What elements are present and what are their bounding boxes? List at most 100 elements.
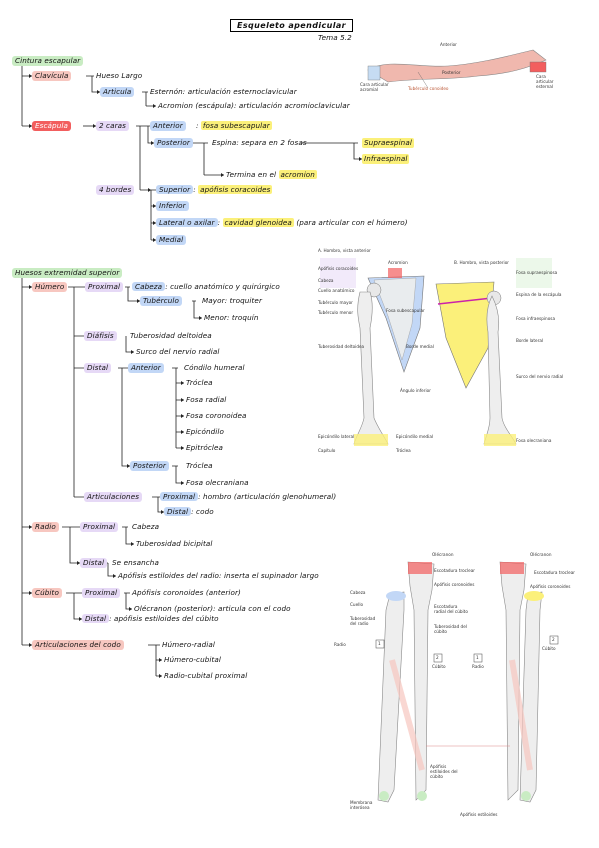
cubito-distal-rest: : apófisis estiloides del cúbito <box>109 614 219 623</box>
fa-escotadura1: Escotadura troclear <box>434 568 475 573</box>
hueso-largo: Hueso Largo <box>96 71 143 80</box>
sh-deltoidea: Tuberosidad deltoidea <box>318 344 365 349</box>
borde-lateral: Lateral o axilar <box>156 218 218 227</box>
fa-estiloides-cubito: Apófisis estiloides del cúbito <box>430 764 458 779</box>
sh-coracoides: Apófisis coracoides <box>318 266 359 271</box>
codo-node: Articulaciones del codo <box>32 640 124 650</box>
borde-inferior: Inferior <box>156 201 189 211</box>
radio-node: Radio <box>32 522 59 532</box>
humero-proximal: Proximal <box>85 282 124 292</box>
radio-tuberosidad: Tuberosidad bicipital <box>136 539 213 548</box>
scapula-humerus-icon <box>320 258 552 446</box>
tub-menor: Menor: troquín <box>204 313 259 322</box>
art-distal-rest: : codo <box>191 507 214 516</box>
fa-estiloides-radio: Apófisis estiloides <box>460 812 498 817</box>
surco-radial: Surco del nervio radial <box>136 347 220 356</box>
cara-posterior: Posterior <box>154 138 193 148</box>
art-proximal-rest: : hombro (articulación glenohumeral) <box>198 492 337 501</box>
sh-troclea: Tróclea <box>396 448 411 453</box>
cavidad-nota: (para articular con el húmero) <box>296 218 408 227</box>
borde-superior: Superior <box>156 185 194 194</box>
fa-escotadura-radial: Escotadura radial del cúbito <box>434 604 468 614</box>
fa-tub-radio: Tuberosidad del radio <box>350 616 376 626</box>
dos-caras-node: 2 caras <box>96 121 130 131</box>
fosa-sub: fosa subescapular <box>200 121 272 130</box>
sh-epitroclea: Epicóndilo medial <box>396 434 434 439</box>
sh-capitulo: Capítulo <box>318 448 336 453</box>
humero-node: Húmero <box>32 282 68 292</box>
sh-tub-menor: Tubérculo menor <box>318 310 354 315</box>
sh-tub-mayor: Tubérculo mayor <box>318 300 353 305</box>
distal-anterior: Anterior <box>128 363 164 373</box>
radio-apofisis: Apófisis estiloides del radio: inserta e… <box>118 571 319 580</box>
fa-n2b: 2 <box>552 637 555 642</box>
fa-cabeza: Cabeza <box>350 590 366 595</box>
fa-escotadura2: Escotadura troclear <box>534 570 575 575</box>
fa-coronoides1: Apófisis coronoides <box>434 582 475 587</box>
radio-distal: Distal <box>80 558 108 568</box>
apofisis-coracoides: apófisis coracoides <box>198 185 273 194</box>
cubito-olecranon: Olécranon (posterior): articula con el c… <box>134 604 291 613</box>
clav-posterior: Posterior <box>442 70 461 75</box>
art-distal-row: Distal: codo <box>164 507 214 517</box>
tub-mayor: Mayor: troquiter <box>202 296 262 305</box>
termina-text: Termina en el <box>226 170 277 179</box>
fa-n2: 2 <box>436 655 439 660</box>
articula-node: Articula <box>100 87 135 97</box>
fosa-coronoidea: Fosa coronoidea <box>186 411 247 420</box>
condilo-humeral: Cóndilo humeral <box>184 363 245 372</box>
fa-membrana: Membrana interósea <box>350 800 373 810</box>
troclea-posterior: Tróclea <box>186 461 213 470</box>
fa-n1: 1 <box>378 641 381 646</box>
fa-olecranon2: Olécranon <box>530 552 552 557</box>
cabeza-row: Cabeza: cuello anatómico y quirúrgico <box>132 282 280 292</box>
sh-espina: Espina de la escápula <box>516 292 562 297</box>
cubito-distal-label: Distal <box>82 614 110 623</box>
escapula-node: Escápula <box>32 121 71 131</box>
sh-fosa-olec: Fosa olecraniana <box>516 438 552 443</box>
cabeza-rest: : cuello anatómico y quirúrgico <box>165 282 280 291</box>
troclea: Tróclea <box>186 378 213 387</box>
cintura-title: Cintura escapular <box>12 56 84 66</box>
clavicle-figure: Anterior Posterior Tubérculo conoideo Ca… <box>358 38 558 96</box>
forearm-figure: Olécranon Olécranon Escotadura troclear … <box>330 550 575 830</box>
humero-radial: Húmero-radial <box>162 640 215 649</box>
sh-fosa-sub: Fosa subescapular <box>386 308 425 313</box>
infraespinal: Infraespinal <box>362 154 410 164</box>
clavicle-bone-icon <box>367 49 547 89</box>
cubito-node: Cúbito <box>32 588 62 598</box>
supraespinal: Supraespinal <box>362 138 414 148</box>
fa-radio2: Radio <box>472 664 484 669</box>
epitroclea: Epitróclea <box>186 443 224 452</box>
cubito-coronoides: Apófisis coronoides (anterior) <box>132 588 241 597</box>
sh-cabeza: Cabeza <box>318 278 334 283</box>
fa-coronoides2: Apófisis coronoides <box>530 584 571 589</box>
borde-lateral-row: Lateral o axilar: cavidad glenoidea (par… <box>156 218 408 228</box>
tema-label: Tema 5.2 <box>318 33 352 42</box>
termina-acromion: acromion <box>278 170 317 179</box>
sh-borde-medial: Borde medial <box>406 344 434 349</box>
sh-fosa-supra: Fosa supraespinosa <box>516 270 558 275</box>
fosa-olecraniana: Fosa olecraniana <box>186 478 249 487</box>
borde-medial: Medial <box>156 235 187 245</box>
fosa-sub-row: : fosa subescapular <box>196 121 272 130</box>
sh-angulo: Ángulo inferior <box>400 388 431 393</box>
cara-anterior: Anterior <box>150 121 186 131</box>
sh-b-label: B. Hombro, vista posterior <box>454 260 509 265</box>
cubito-proximal: Proximal <box>82 588 121 598</box>
cubito-distal-row: Distal: apófisis estiloides del cúbito <box>82 614 219 624</box>
fa-n1b: 1 <box>476 655 479 660</box>
sh-a-label: A. Hombro, vista anterior <box>318 248 371 253</box>
fa-tub-cubito: Tuberosidad del cúbito <box>434 624 467 634</box>
clavicula-node: Clavícula <box>32 71 72 81</box>
cuatro-bordes-node: 4 bordes <box>96 185 135 195</box>
radio-cubital: Radio-cubital proximal <box>164 671 248 680</box>
humero-cubital: Húmero-cubital <box>164 655 222 664</box>
fa-radio: Radio <box>334 642 346 647</box>
sh-epicondilo: Epicóndilo lateral <box>318 434 355 439</box>
diafisis-node: Diáfisis <box>84 331 117 341</box>
fosa-radial: Fosa radial <box>186 395 227 404</box>
distal-node: Distal <box>84 363 112 373</box>
borde-superior-row: Superior: apófisis coracoides <box>156 185 273 195</box>
